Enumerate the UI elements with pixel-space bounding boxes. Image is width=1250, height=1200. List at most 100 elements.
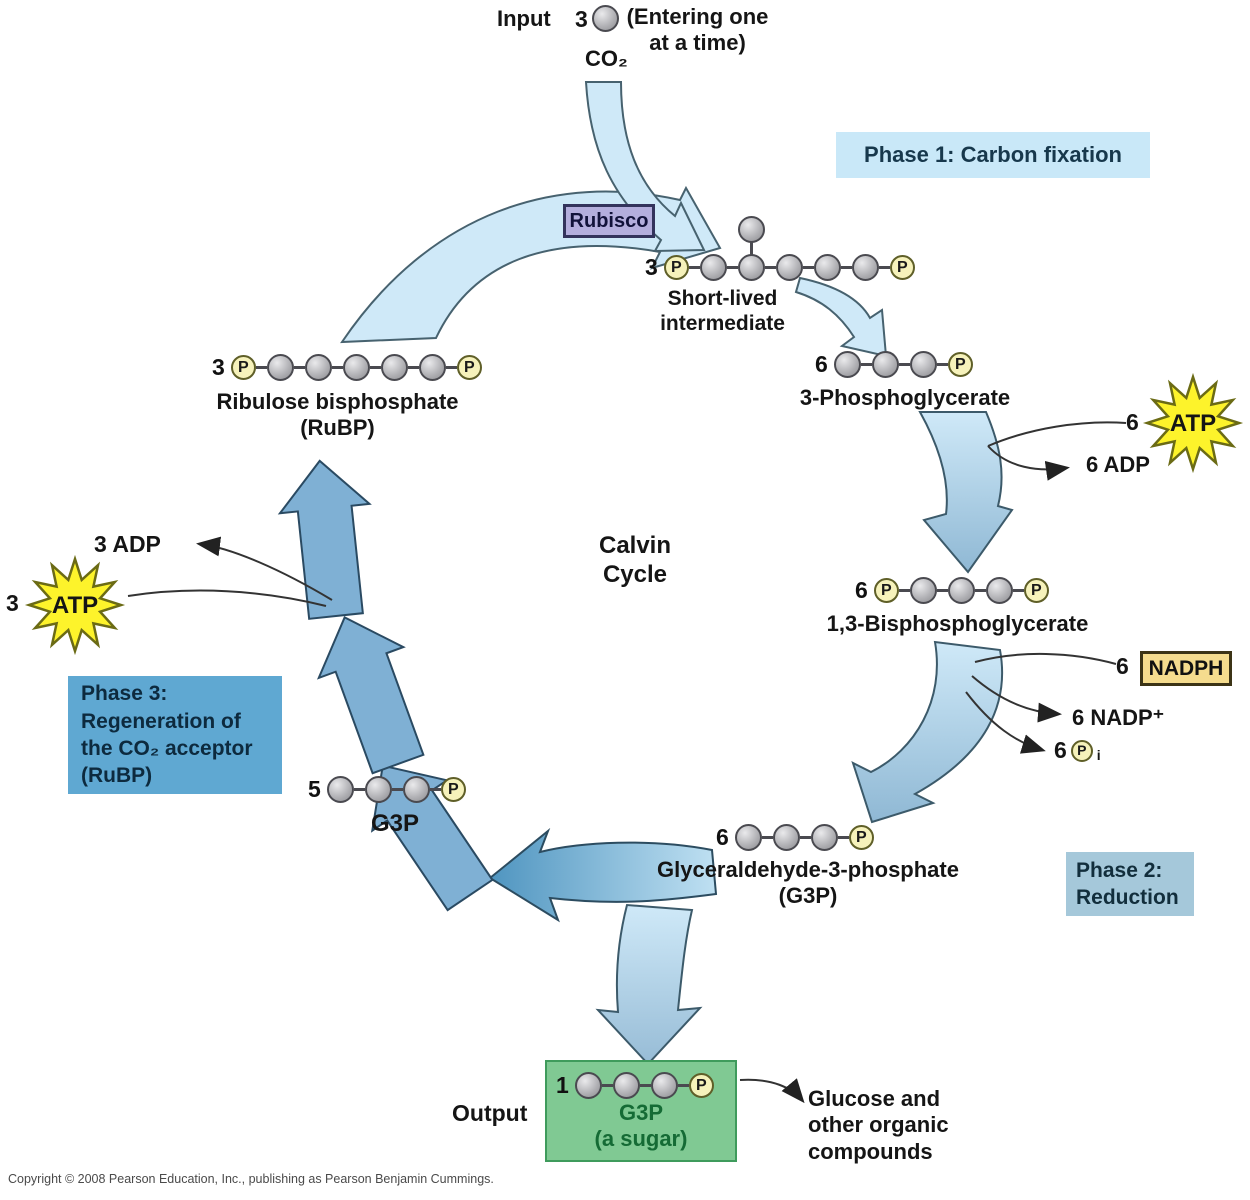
co2-label: CO₂: [585, 46, 628, 71]
bond: [802, 266, 814, 269]
phosphate-icon: P: [848, 825, 874, 850]
bond: [677, 1084, 689, 1087]
phosphate-icon: P: [1023, 578, 1049, 603]
connector-to-atp-right: [987, 421, 1127, 447]
regeneration-chevron-2: [316, 616, 425, 775]
phosphate-icon: P: [1070, 739, 1093, 762]
bond: [936, 589, 948, 592]
bond: [255, 366, 267, 369]
bond: [445, 366, 457, 369]
pga-label: 3-Phosphoglycerate: [799, 385, 1011, 410]
connector-to-pi: [965, 691, 1046, 754]
bond: [860, 363, 872, 366]
carbon-icon: [402, 776, 430, 803]
g3p-label: Glyceraldehyde-3-phosphate (G3P): [657, 857, 959, 909]
output-label: Output: [452, 1100, 528, 1126]
bpg-label: 1,3-Bisphosphoglycerate: [826, 611, 1089, 636]
connector-to-nadp-plus: [971, 675, 1062, 723]
carbon-icon: [574, 1072, 602, 1099]
carbon-icon: [775, 254, 803, 281]
bond: [726, 266, 738, 269]
input-label: Input: [497, 6, 551, 31]
bond: [688, 266, 700, 269]
atp-right-label: ATP: [1169, 410, 1217, 437]
bond: [878, 266, 890, 269]
rubisco-enzyme-box: Rubisco: [563, 204, 655, 238]
short-lived-label: Short-lived intermediate: [660, 287, 785, 336]
nadp-plus-label: 6 NADP⁺: [1072, 705, 1165, 730]
carbon-icon: [418, 354, 446, 381]
carbon-icon: [734, 824, 762, 851]
adp-left-label: 3 ADP: [94, 531, 161, 557]
bond: [1012, 589, 1024, 592]
phosphate-icon: P: [456, 355, 482, 380]
pi-output: 6 P i: [1054, 737, 1101, 765]
phosphate-icon: P: [230, 355, 256, 380]
branch-bond: [749, 240, 753, 256]
bpg-to-g3p-arrow: [851, 640, 1004, 824]
connector-to-adp-right: [987, 445, 1070, 481]
input-count: 3: [575, 6, 588, 32]
carbon-icon: [909, 351, 937, 378]
bond: [407, 366, 419, 369]
molecule-count: 5: [308, 776, 321, 802]
phosphate-icon: P: [889, 255, 915, 280]
adp-right-label: 6 ADP: [1086, 452, 1150, 477]
carbon-icon: [871, 351, 899, 378]
bond: [898, 589, 910, 592]
bond: [764, 266, 776, 269]
connector-from-atp-left: [127, 589, 327, 607]
molecule-count: 6: [716, 824, 729, 850]
carbon-icon: [612, 1072, 640, 1099]
phosphate-icon: P: [873, 578, 899, 603]
atp-right-count: 6: [1126, 409, 1139, 435]
bond: [837, 836, 849, 839]
glucose-label: Glucose and other organic compounds: [808, 1086, 949, 1164]
carbon-icon: [851, 254, 879, 281]
carbon-icon: [772, 824, 800, 851]
connector-to-glucose: [739, 1078, 805, 1104]
bond: [898, 363, 910, 366]
bond: [639, 1084, 651, 1087]
pga-to-bpg-arrow: [918, 411, 1014, 574]
carbon-icon: [326, 776, 354, 803]
bond: [331, 366, 343, 369]
phosphate-icon: P: [663, 255, 689, 280]
phosphate-icon: P: [440, 777, 466, 802]
input-note: (Entering one at a time): [626, 4, 769, 56]
carbon-icon: [737, 254, 765, 281]
bond: [601, 1084, 613, 1087]
pi-count: 6: [1054, 737, 1067, 763]
bond: [391, 788, 403, 791]
phosphate-icon: P: [688, 1073, 714, 1098]
bond: [761, 836, 773, 839]
carbon-icon: [947, 577, 975, 604]
pi-subscript: i: [1096, 747, 1101, 764]
phase2-box: Phase 2: Reduction: [1066, 852, 1194, 916]
bond: [799, 836, 811, 839]
molecule-chain: P: [734, 824, 874, 851]
bond: [429, 788, 441, 791]
carbon-icon: [909, 577, 937, 604]
cycle-title: Calvin Cycle: [598, 532, 672, 588]
atp-left-label: ATP: [51, 592, 99, 619]
carbon-icon: [650, 1072, 678, 1099]
co2-molecule-icon: [592, 5, 619, 32]
carbon-icon: [833, 351, 861, 378]
g3p-output-arrow: [595, 903, 703, 1066]
nadph-count: 6: [1116, 653, 1129, 679]
carbon-icon: [737, 216, 765, 243]
atp-left-count: 3: [6, 590, 19, 616]
phase3-box: Phase 3: Regeneration of the CO₂ accepto…: [68, 676, 282, 794]
carbon-icon: [342, 354, 370, 381]
